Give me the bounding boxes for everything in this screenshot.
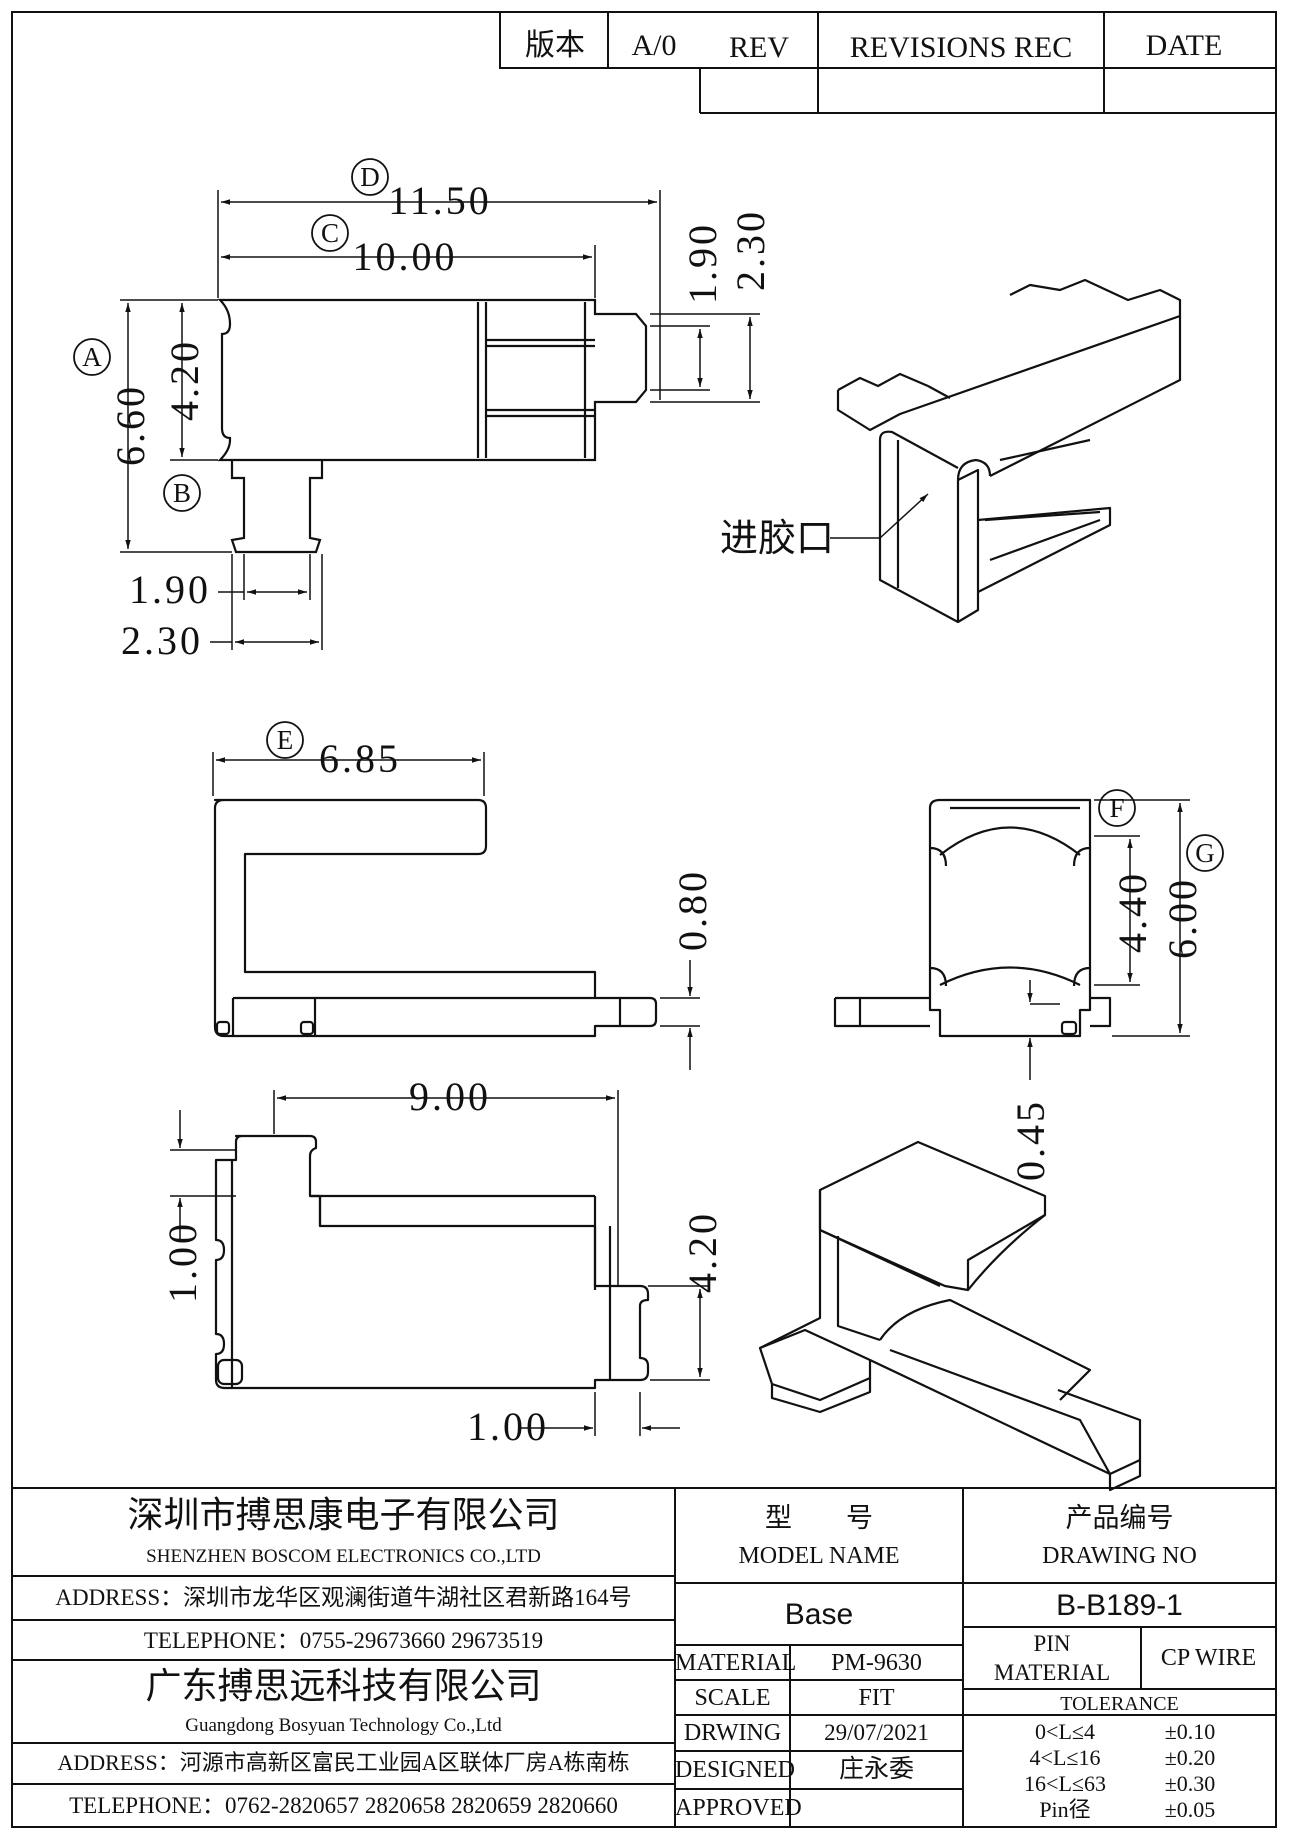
front-view: [833, 798, 1112, 1038]
dim-11-50: 11.50: [388, 178, 492, 223]
side-view: [213, 798, 658, 1038]
pin-material-value: CP WIRE: [1160, 1645, 1257, 1671]
dim-9-00: 9.00: [409, 1074, 491, 1119]
marker-g-circle: [1186, 834, 1224, 872]
revisions-label: REVISIONS REC: [850, 31, 1073, 64]
model-label-en: MODEL NAME: [738, 1543, 900, 1569]
version-label: 版本: [525, 29, 585, 62]
company2-address: ADDRESS：河源市高新区富民工业园A区联体厂房A栋南栋: [57, 1750, 630, 1775]
marker-c: C: [321, 218, 339, 248]
marker-f-circle: [1098, 789, 1136, 827]
title-block-grid: [12, 1487, 1276, 1827]
model-label-cn: 型 号: [765, 1503, 873, 1533]
marker-c-circle: [311, 214, 349, 252]
dim-1-90-top: 1.90: [680, 222, 725, 304]
version-value: A/0: [632, 29, 677, 62]
marker-e: E: [277, 725, 294, 755]
dim-4-40: 4.40: [1110, 871, 1155, 953]
tolerance-range: 4<L≤16: [1029, 1745, 1101, 1770]
tolerance-value: ±0.10: [1164, 1719, 1216, 1744]
drawing-date-value: 29/07/2021: [824, 1720, 929, 1745]
top-view: [217, 298, 648, 554]
marker-d: D: [360, 162, 380, 192]
designed-label: DESIGNED: [675, 1757, 795, 1783]
inlet-label: 进胶口: [720, 518, 834, 560]
company1-telephone: TELEPHONE：0755-29673660 29673519: [143, 1628, 544, 1653]
side-view-dimension-lines: [212, 752, 700, 1070]
bottom-view: [214, 1134, 650, 1390]
revision-table: [499, 12, 1276, 114]
isometric-view-2: [758, 1140, 1142, 1492]
dim-2-30-top: 2.30: [728, 209, 773, 291]
drawing-no-label-en: DRAWING NO: [1042, 1543, 1197, 1569]
drawing-no-label-cn: 产品编号: [1065, 1503, 1174, 1533]
scale-value: FIT: [858, 1685, 895, 1711]
dim-6-60: 6.60: [108, 384, 153, 466]
dim-4-20-left: 4.20: [162, 339, 207, 421]
sheet-border: [11, 11, 1277, 1828]
tolerance-range: Pin径: [1039, 1797, 1091, 1822]
marker-b: B: [173, 478, 191, 508]
pin-material-label-2: MATERIAL: [993, 1660, 1111, 1685]
date-label: DATE: [1146, 29, 1223, 62]
isometric-view-1: [836, 278, 1182, 624]
dim-0-80: 0.80: [670, 869, 715, 951]
tolerance-range: 0<L≤4: [1035, 1719, 1095, 1744]
drawing-date-label: DRWING: [683, 1720, 782, 1746]
drawing-no-value: B-B189-1: [1056, 1589, 1183, 1622]
marker-g: G: [1195, 838, 1215, 868]
rev-label: REV: [729, 31, 789, 64]
tolerance-value: ±0.05: [1164, 1797, 1216, 1822]
inlet-callout: [830, 493, 929, 539]
material-label: MATERIAL: [675, 1650, 797, 1676]
dim-2-30-bottom: 2.30: [121, 618, 203, 663]
front-view-dimension-lines: [1027, 799, 1190, 1080]
marker-a-circle: [73, 338, 111, 376]
marker-a: A: [82, 342, 102, 372]
pin-material-label-1: PIN: [1033, 1631, 1071, 1656]
designed-value: 庄永委: [838, 1756, 914, 1783]
tolerance-range: 16<L≤63: [1024, 1771, 1106, 1796]
bottom-view-dimension-lines: [170, 1090, 710, 1436]
scale-label: SCALE: [694, 1685, 771, 1711]
tolerance-label: TOLERANCE: [1060, 1693, 1179, 1715]
company1-address: ADDRESS：深圳市龙华区观澜街道牛湖社区君新路164号: [55, 1585, 632, 1610]
marker-f: F: [1109, 793, 1124, 823]
company1-name-cn: 深圳市搏思康电子有限公司: [127, 1495, 560, 1535]
approved-label: APPROVED: [675, 1795, 802, 1821]
model-value: Base: [784, 1598, 854, 1631]
company2-name-cn: 广东搏思远科技有限公司: [145, 1666, 542, 1706]
dim-1-00-left: 1.00: [160, 1221, 205, 1303]
dim-6-85: 6.85: [319, 736, 401, 781]
company2-name-en: Guangdong Bosyuan Technology Co.,Ltd: [185, 1715, 502, 1736]
dim-4-20-right: 4.20: [680, 1211, 725, 1293]
marker-b-circle: [163, 474, 201, 512]
tolerance-value: ±0.30: [1164, 1771, 1216, 1796]
dim-10-00: 10.00: [353, 234, 458, 279]
marker-d-circle: [351, 158, 389, 196]
dim-1-90-bottom: 1.90: [129, 567, 211, 612]
dim-6-00: 6.00: [1160, 877, 1205, 959]
dim-0-45: 0.45: [1008, 1099, 1053, 1181]
company2-telephone: TELEPHONE：0762-2820657 2820658 2820659 2…: [69, 1793, 618, 1818]
material-value: PM-9630: [831, 1650, 922, 1676]
tolerance-value: ±0.20: [1164, 1745, 1216, 1770]
top-view-dimension-lines: [120, 190, 760, 650]
dim-1-00-bottom: 1.00: [467, 1404, 549, 1449]
company1-name-en: SHENZHEN BOSCOM ELECTRONICS CO.,LTD: [146, 1546, 541, 1567]
